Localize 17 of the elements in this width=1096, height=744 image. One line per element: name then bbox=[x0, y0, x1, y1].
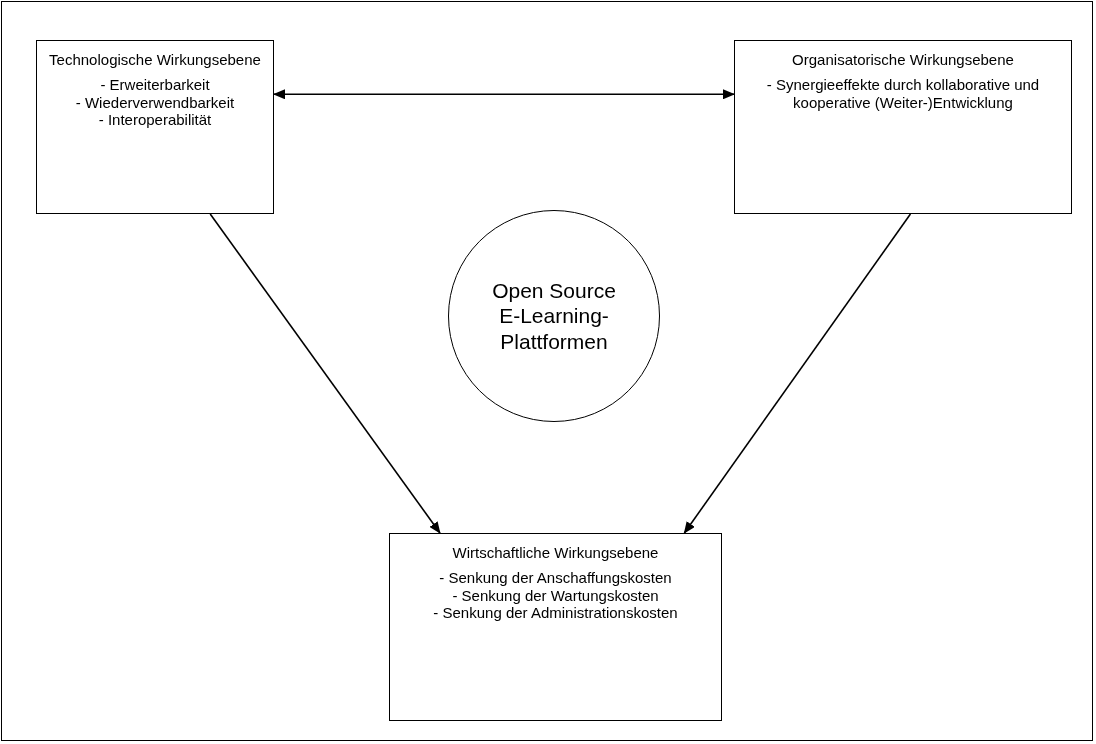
list-item: - Synergieeffekte durch kollaborative und kooperative (Weiter-)Entwicklung bbox=[765, 76, 1041, 111]
box-heading: Technologische Wirkungsebene bbox=[49, 51, 261, 69]
box-heading: Wirtschaftliche Wirkungsebene bbox=[452, 544, 659, 562]
arrow bbox=[683, 213, 912, 534]
list-item: - Wiederverwendbarkeit bbox=[75, 93, 235, 111]
arrow bbox=[273, 89, 735, 100]
list-item: - Erweiterbarkeit bbox=[100, 76, 210, 94]
list-item: - Senkung der Anschaffungskosten bbox=[439, 569, 672, 587]
level-box bbox=[389, 533, 722, 721]
list-item: - Senkung der Wartungskosten bbox=[452, 586, 659, 604]
arrow bbox=[209, 213, 441, 534]
list-item: - Senkung der Administrationskosten bbox=[433, 603, 678, 621]
list-item: - Interoperabilität bbox=[98, 110, 212, 128]
box-heading: Organisatorische Wirkungsebene bbox=[792, 51, 1014, 69]
level-box bbox=[36, 40, 274, 214]
topic-text: Open Source E-Learning-Plattformen bbox=[491, 278, 617, 354]
level-box bbox=[734, 40, 1072, 214]
